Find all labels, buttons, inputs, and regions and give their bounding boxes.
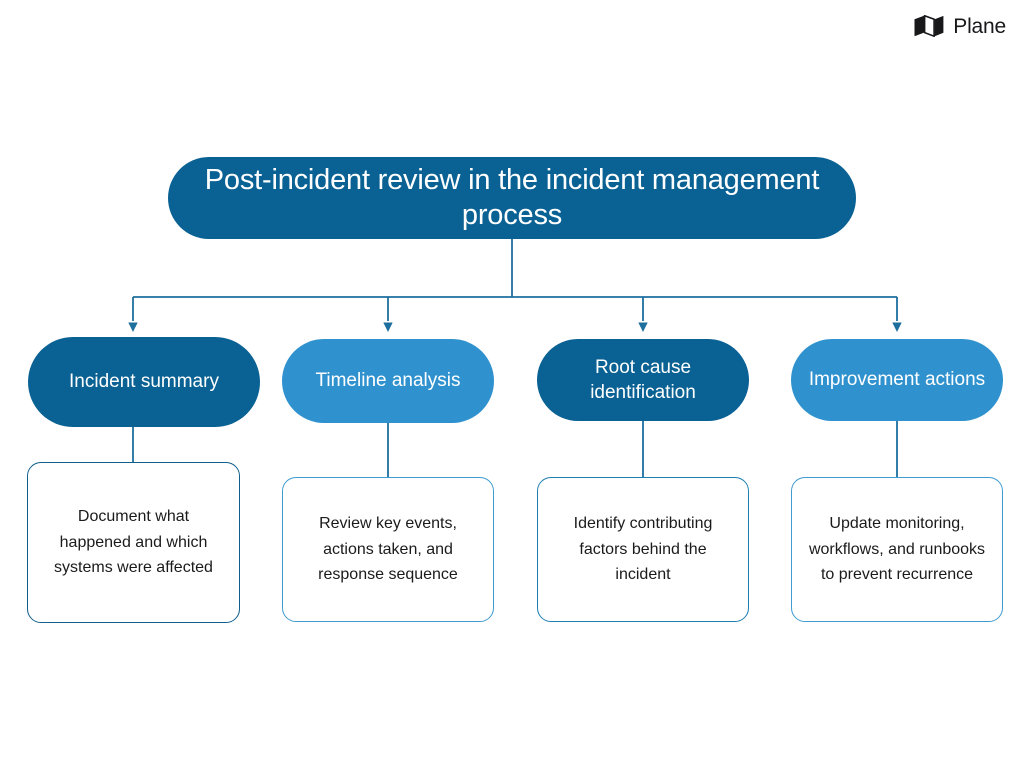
stage-card-incident-summary: Document what happened and which systems… [27, 462, 240, 623]
stage-node-label: Incident summary [69, 371, 219, 393]
stage-card-improvement-actions: Update monitoring, workflows, and runboo… [791, 477, 1003, 622]
stage-card-text: Identify contributing factors behind the… [573, 514, 713, 584]
stage-card-text: Document what happened and which systems… [54, 507, 213, 577]
arrowhead-1 [128, 322, 138, 332]
stage-node-label: Timeline analysis [315, 370, 461, 392]
diagram-title-text: Post-incident review in the incident man… [204, 163, 820, 231]
stage-card-text: Update monitoring, workflows, and runboo… [808, 514, 986, 584]
arrowhead-2 [383, 322, 393, 332]
stage-card-text: Review key events, actions taken, and re… [318, 514, 458, 584]
arrowhead-4 [892, 322, 902, 332]
stage-node-timeline-analysis[interactable]: Timeline analysis [282, 339, 494, 423]
arrowhead-3 [638, 322, 648, 332]
stage-node-label: Improvement actions [808, 369, 986, 391]
stage-node-root-cause-identification[interactable]: Root cause identification [537, 339, 749, 421]
diagram-title-node: Post-incident review in the incident man… [168, 157, 856, 239]
stage-card-root-cause-identification: Identify contributing factors behind the… [537, 477, 749, 622]
stage-node-improvement-actions[interactable]: Improvement actions [791, 339, 1003, 421]
stage-node-label: Root cause identification [590, 356, 696, 403]
brand-name: Plane [953, 14, 1006, 38]
stage-node-incident-summary[interactable]: Incident summary [28, 337, 260, 427]
stage-card-timeline-analysis: Review key events, actions taken, and re… [282, 477, 494, 622]
brand-logo: Plane [914, 12, 1006, 40]
plane-logo-icon [914, 15, 944, 37]
